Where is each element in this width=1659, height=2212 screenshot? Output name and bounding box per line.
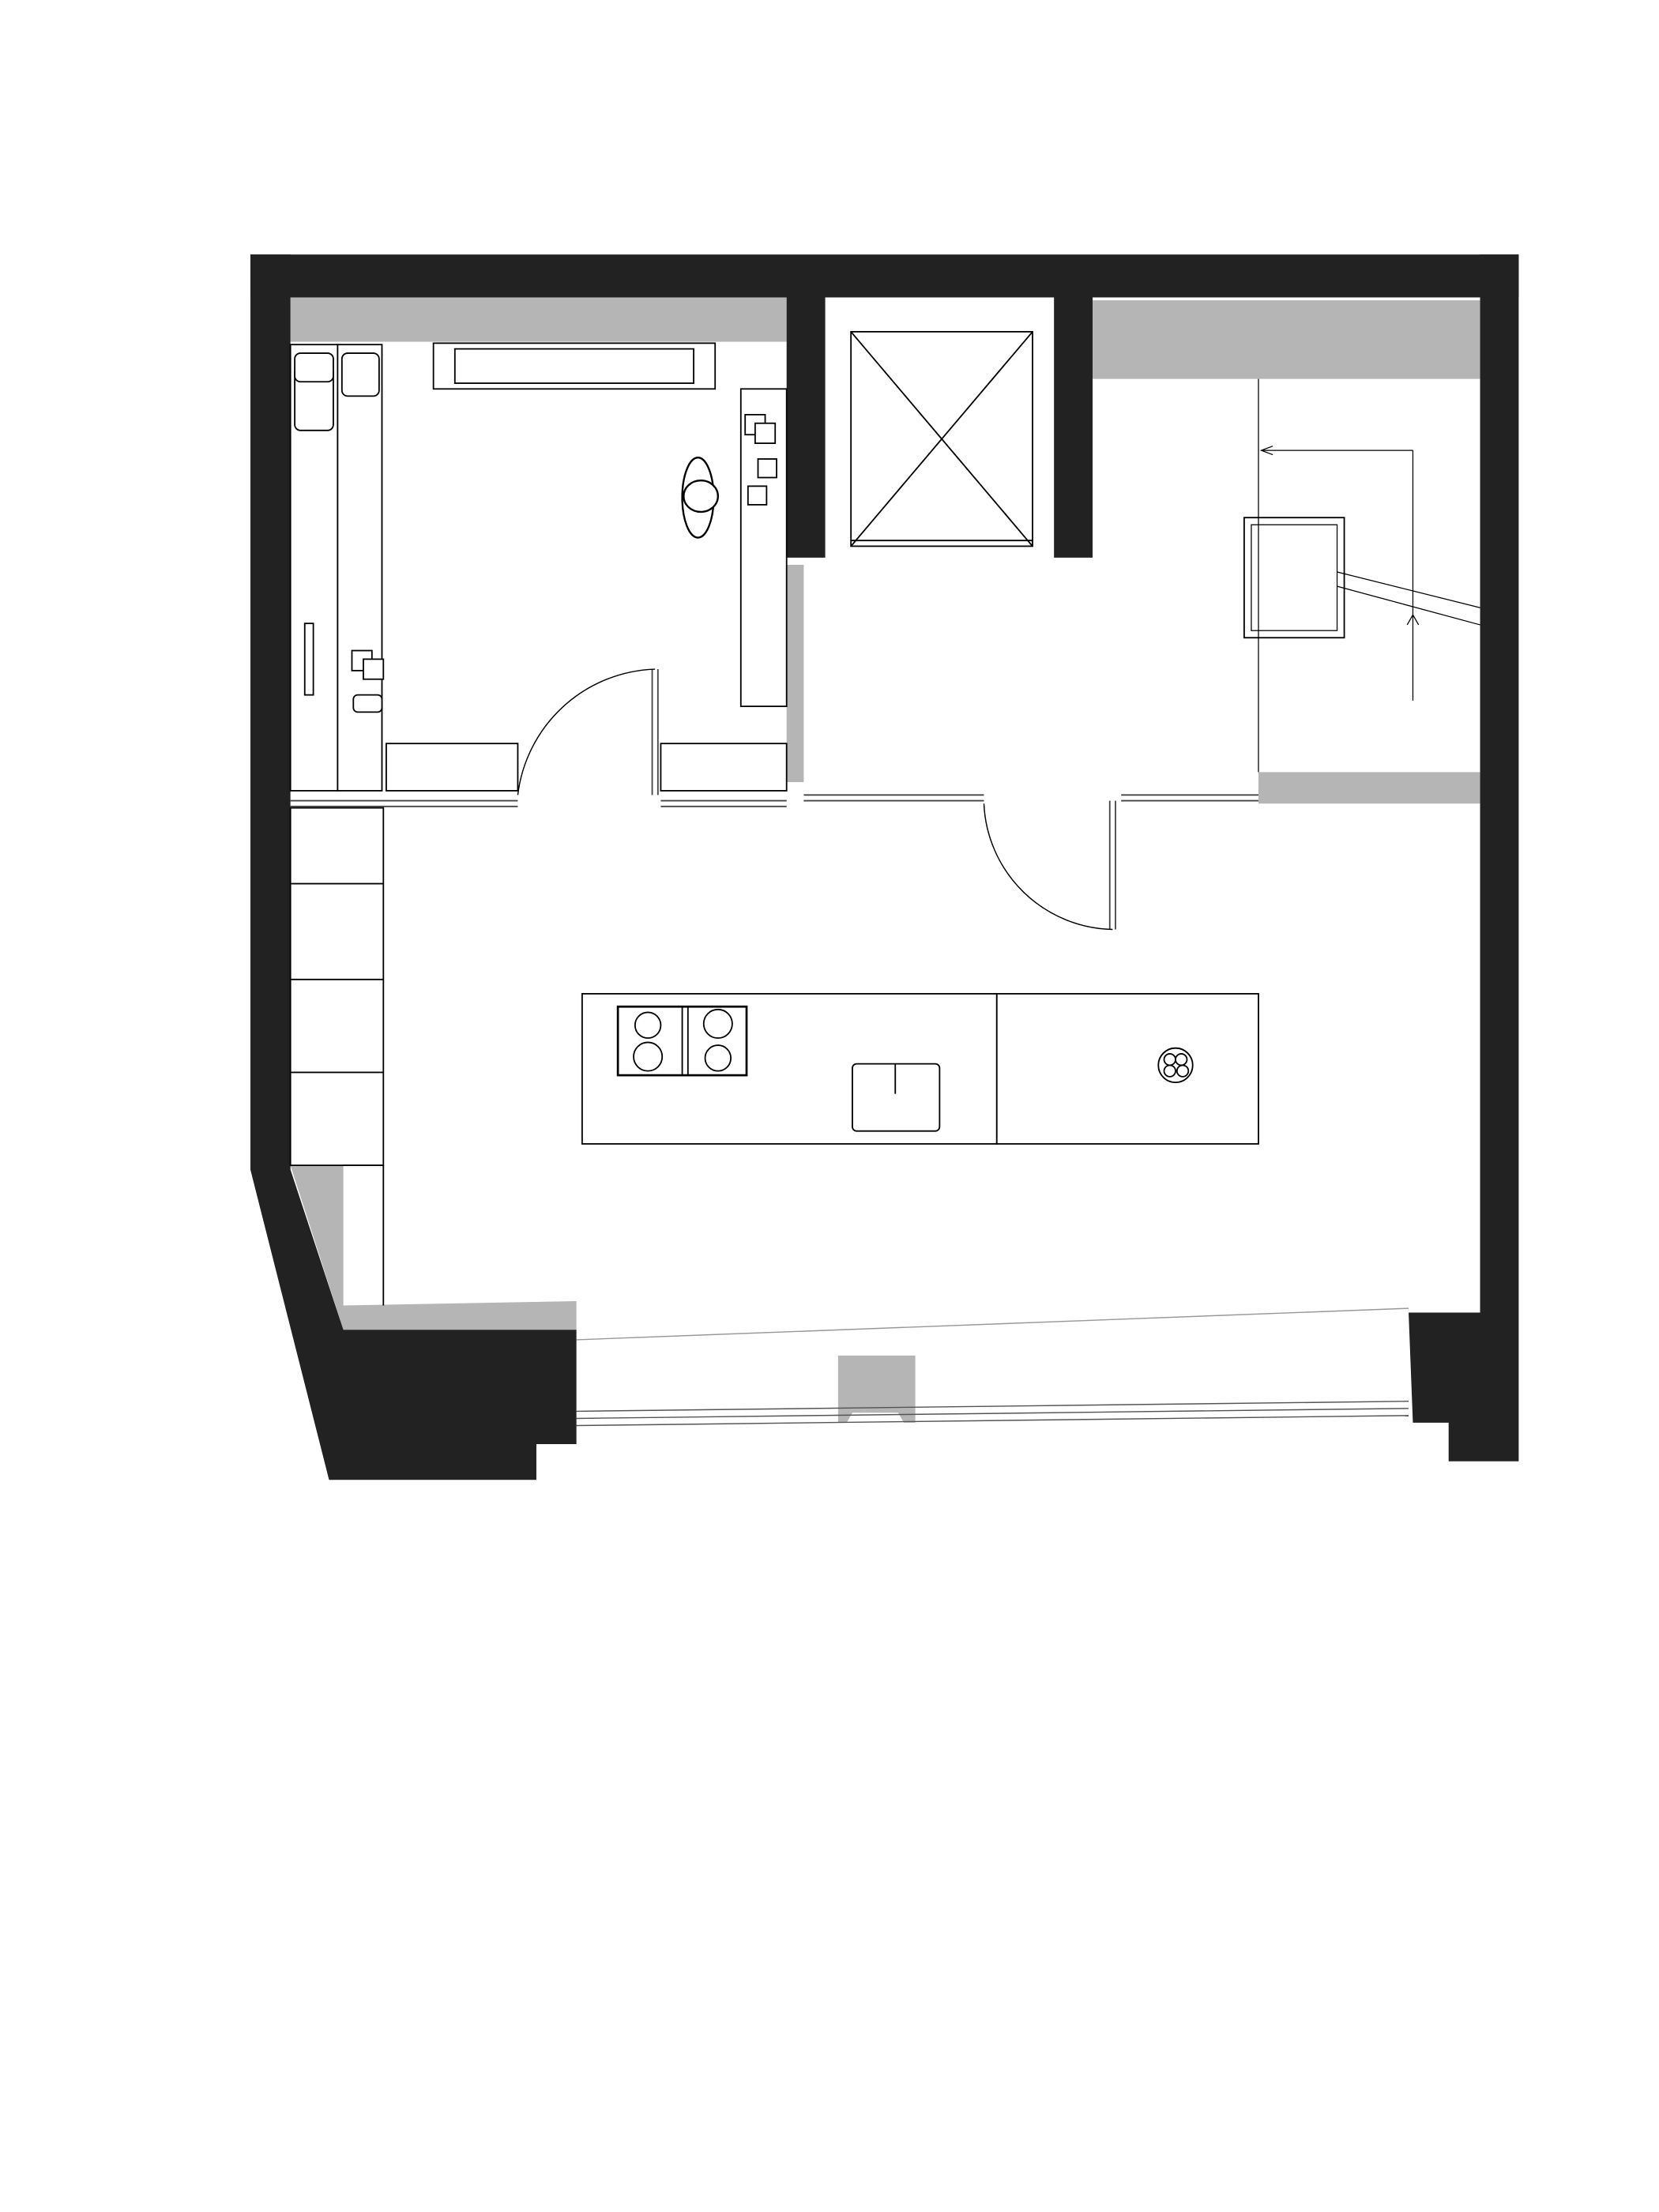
person-icon (681, 457, 719, 539)
wall-left (250, 254, 577, 1480)
cut-fills (290, 295, 1480, 1423)
kitchen-counter-left (289, 342, 788, 792)
refrigerator-icon (340, 352, 380, 397)
gray-band-bottom-left (290, 1165, 577, 1330)
staircase-icon (1243, 378, 1480, 773)
gray-band-top-right (1093, 300, 1480, 379)
partitions (290, 669, 1258, 930)
window-icon (576, 1307, 1409, 1427)
kitchen-counter-right (739, 388, 788, 708)
fruit-bowl (1157, 1047, 1194, 1084)
dining-table-icon (995, 993, 1259, 1145)
wall-shaft-left (786, 293, 826, 558)
walls (250, 254, 1519, 1480)
gray-band-stair (1258, 772, 1480, 804)
kitchen-island (581, 993, 998, 1145)
wall-right (1409, 254, 1519, 1462)
wall-shaft-right (1054, 293, 1093, 558)
wall-top (250, 254, 1519, 298)
gray-band-top-left (290, 295, 787, 342)
shaft-icon (850, 331, 1033, 547)
gray-band-mid (786, 564, 804, 783)
door-swing-icon (517, 668, 1113, 931)
radiator-block (837, 1355, 916, 1423)
storage-cabinets (289, 807, 385, 1306)
